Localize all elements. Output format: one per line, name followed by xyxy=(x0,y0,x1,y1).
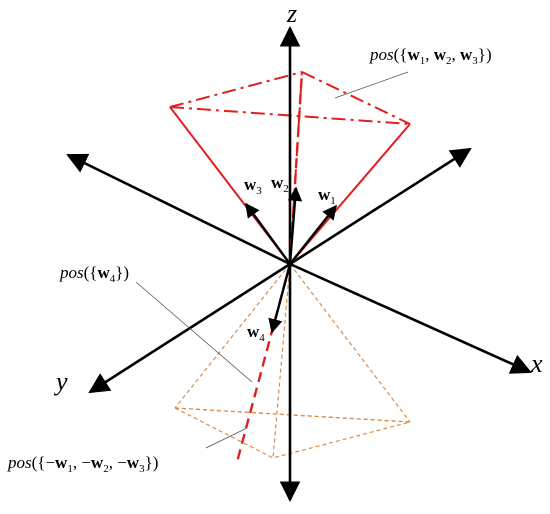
upper-cone-annotation: pos({w1, w2, w3}) xyxy=(369,45,492,67)
leader-single-ray xyxy=(135,281,253,383)
lower-cone-annotation: pos({−w1, −w2, −w3}) xyxy=(7,453,158,475)
leader-lines xyxy=(135,71,409,449)
vector-w4 xyxy=(268,263,292,334)
leader-lower-cone xyxy=(205,427,248,449)
vector-w1 xyxy=(289,204,337,265)
vector-w2-label: w2 xyxy=(271,173,289,195)
single-ray-annotation: pos({w4}) xyxy=(59,263,129,285)
y-axis-positive xyxy=(88,262,291,394)
lower-cone-base-back xyxy=(174,407,411,423)
z-axis-label: z xyxy=(286,0,297,28)
x-axis-negative xyxy=(66,153,291,266)
lower-cone-edge-1 xyxy=(174,263,291,409)
vector-w3 xyxy=(245,202,291,265)
vector-w1-label: w1 xyxy=(318,185,336,207)
leader-upper-cone xyxy=(334,71,409,99)
vector-w2 xyxy=(287,186,303,265)
upper-cone-base-2 xyxy=(301,71,411,125)
generator-vectors xyxy=(245,186,337,334)
x-axis-label: x xyxy=(530,349,543,378)
lower-cone-base xyxy=(174,407,411,459)
y-axis-label: y xyxy=(53,367,68,396)
x-axis-positive xyxy=(289,262,532,374)
y-axis-negative xyxy=(289,147,472,266)
lower-cone xyxy=(174,263,411,459)
lower-cone-edge-2 xyxy=(289,263,411,423)
upper-cone-base-1 xyxy=(169,71,303,108)
axes xyxy=(66,25,532,503)
vector-w4-label: w4 xyxy=(247,322,265,344)
lower-cone-edge-3 xyxy=(272,263,291,459)
vector-w3-label: w3 xyxy=(244,175,262,197)
